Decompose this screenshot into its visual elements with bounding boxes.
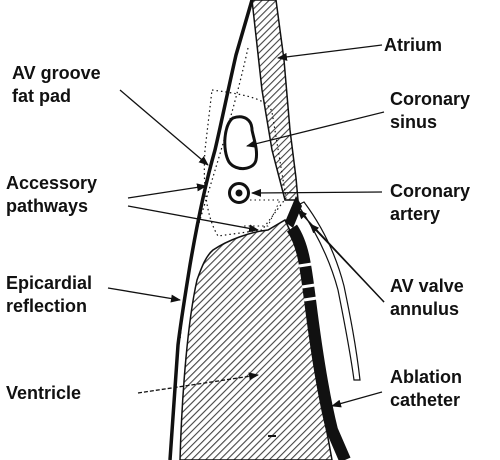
coronary-sinus-shape bbox=[223, 115, 258, 170]
label-coronary-artery-line1: Coronary bbox=[390, 181, 471, 201]
leader-accessory-2 bbox=[127, 205, 259, 233]
fat-pad-inner-boundary bbox=[242, 199, 281, 227]
label-av-groove-line1: AV groove bbox=[12, 63, 101, 83]
pericardial-dotted-line bbox=[179, 47, 249, 341]
av-valve-leaflet bbox=[297, 201, 361, 381]
ablation-catheter bbox=[286, 224, 351, 460]
atrium-wall bbox=[251, 0, 299, 201]
label-epicardial-reflection: Epicardial reflection bbox=[6, 272, 92, 318]
label-coronary-sinus-line1: Coronary bbox=[390, 89, 471, 109]
label-av-groove-fat-pad: AV groove fat pad bbox=[12, 62, 101, 108]
leader-coronary-artery bbox=[251, 188, 383, 197]
label-epicardial-line1: Epicardial bbox=[6, 273, 93, 293]
label-accessory-pathways: Accessory pathways bbox=[6, 172, 97, 218]
leader-atrium bbox=[277, 44, 383, 61]
label-coronary-sinus: Coronary sinus bbox=[390, 88, 470, 134]
leader-ablation bbox=[331, 391, 383, 408]
label-atrium: Atrium bbox=[384, 34, 442, 57]
label-coronary-artery: Coronary artery bbox=[390, 180, 470, 226]
label-av-valve-line2: annulus bbox=[390, 299, 460, 319]
catheter-electrode-2 bbox=[301, 283, 316, 289]
label-av-groove-line2: fat pad bbox=[12, 86, 72, 106]
label-accessory-line2: pathways bbox=[6, 196, 89, 216]
label-ablation-catheter: Ablation catheter bbox=[390, 366, 462, 412]
label-coronary-artery-line2: artery bbox=[390, 204, 441, 224]
leader-epicardial bbox=[107, 287, 181, 303]
catheter-electrode-1 bbox=[298, 262, 313, 268]
label-ventricle-text: Ventricle bbox=[6, 383, 82, 403]
ventricle-wall bbox=[179, 218, 333, 460]
leader-coronary-sinus bbox=[246, 111, 385, 148]
label-epicardial-line2: reflection bbox=[6, 296, 88, 316]
label-accessory-line1: Accessory bbox=[6, 173, 98, 193]
coronary-artery-lumen bbox=[235, 189, 243, 197]
leader-ventricle bbox=[137, 372, 259, 394]
av-annulus-wedge bbox=[285, 196, 302, 228]
label-coronary-sinus-line2: sinus bbox=[390, 112, 438, 132]
fat-pad-region bbox=[203, 89, 287, 237]
label-ablation-line2: catheter bbox=[390, 390, 461, 410]
leader-av-valve-2 bbox=[297, 209, 385, 303]
label-ablation-line1: Ablation bbox=[390, 367, 462, 387]
label-ventricle: Ventricle bbox=[6, 382, 81, 405]
label-av-valve-annulus: AV valve annulus bbox=[390, 275, 464, 321]
catheter-electrode-3 bbox=[303, 296, 318, 302]
label-av-valve-line1: AV valve bbox=[390, 276, 464, 296]
leader-accessory-1 bbox=[127, 183, 207, 199]
leader-av-groove bbox=[119, 89, 209, 166]
label-atrium-text: Atrium bbox=[384, 35, 442, 55]
